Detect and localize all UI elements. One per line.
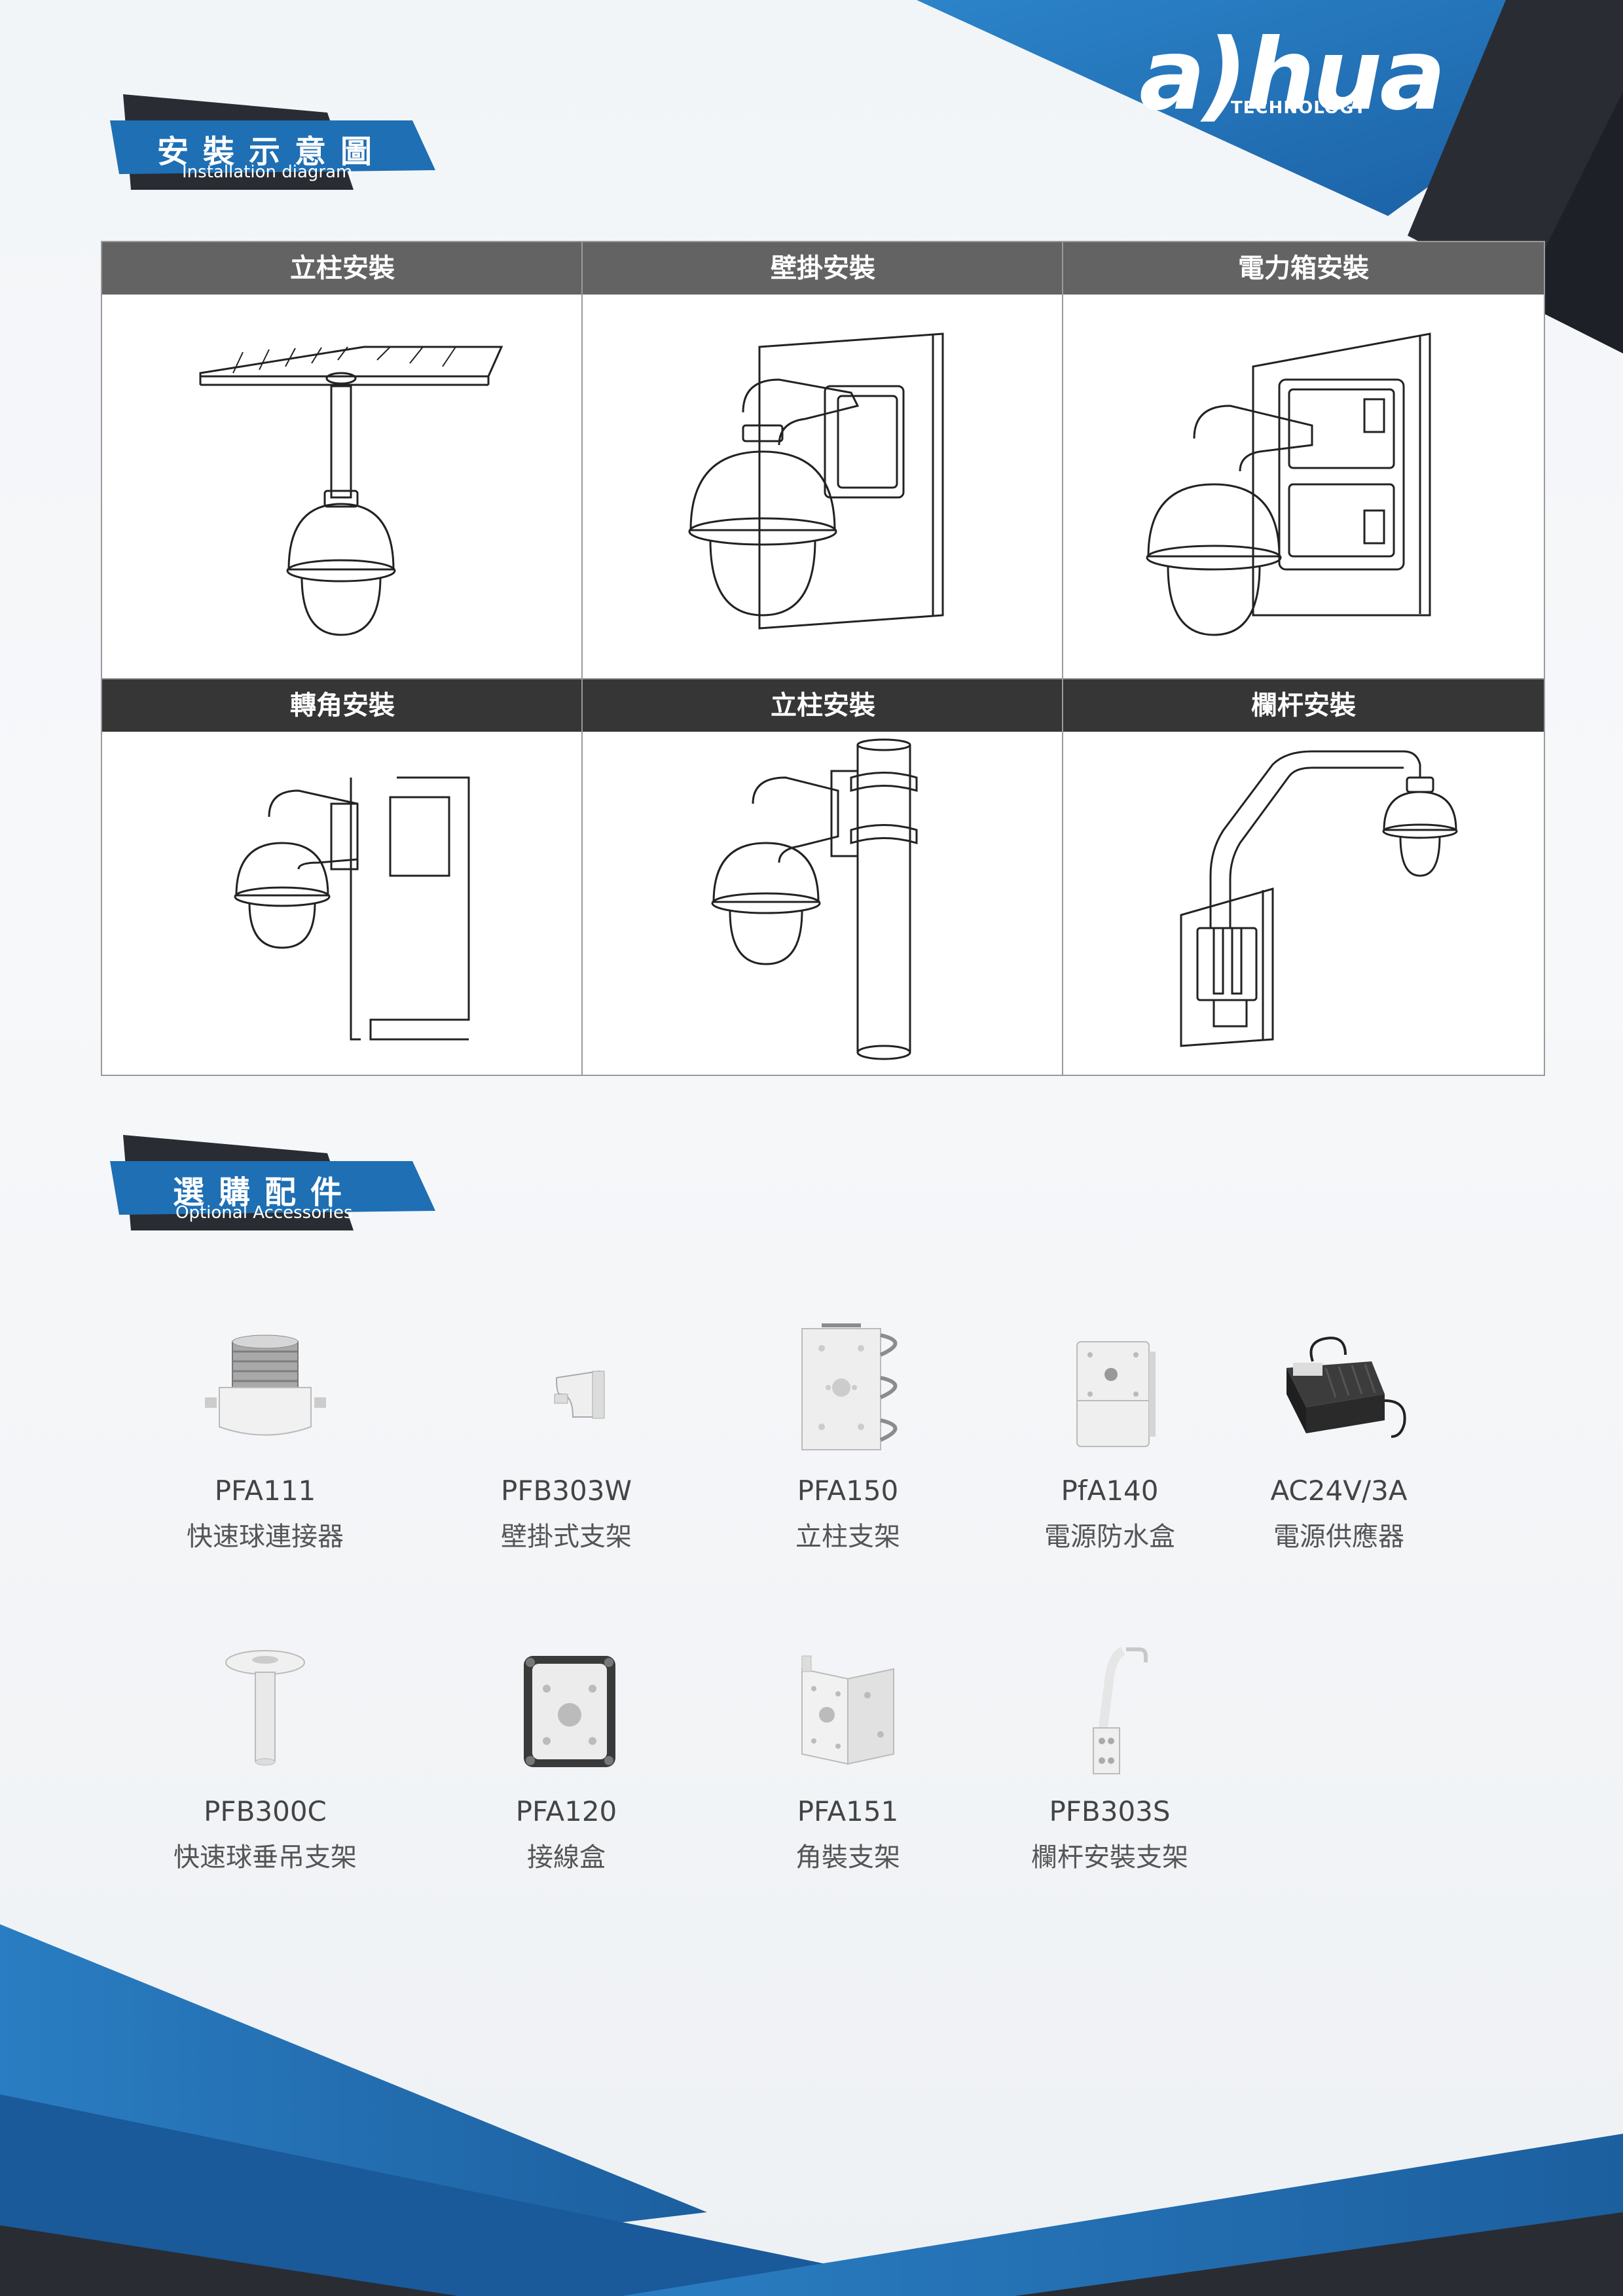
accessory-name: 欄杆安裝支架 xyxy=(1031,1842,1188,1873)
install-cell-corner: 轉角安裝 xyxy=(102,679,583,1075)
accessories-title: 選購配件 xyxy=(173,1174,357,1211)
accessory-model: PFA111 xyxy=(214,1475,316,1507)
accessory-name: 快速球連接器 xyxy=(187,1522,344,1552)
wall-mount-icon xyxy=(688,332,944,630)
accessories-subtitle: Optional Accessories xyxy=(175,1203,353,1223)
accessory-model: PFB303S xyxy=(1049,1795,1171,1827)
power-box-icon xyxy=(992,1322,1228,1460)
logo-word: a)hua xyxy=(1139,18,1446,132)
accessory-model: PFB303W xyxy=(501,1475,632,1507)
install-label: 電力箱安裝 xyxy=(1063,242,1544,295)
parapet-bracket-icon xyxy=(992,1643,1228,1780)
corner-bracket-icon xyxy=(730,1643,966,1780)
accessory-item: PFA111 快速球連接器 xyxy=(147,1322,383,1555)
badge-shape xyxy=(110,94,435,190)
accessory-item: PFA120 接線盒 xyxy=(448,1643,684,1876)
install-label: 壁掛安裝 xyxy=(583,242,1063,295)
power-box-mount-icon xyxy=(1146,332,1431,636)
install-label: 立柱安裝 xyxy=(102,242,583,295)
pole-bracket-icon xyxy=(730,1322,966,1460)
dahua-logo: a)hua TECHNOLOGY xyxy=(1139,26,1467,124)
pendant-bracket-icon xyxy=(147,1643,383,1780)
install-label: 立柱安裝 xyxy=(583,679,1063,732)
pole-mount-icon xyxy=(711,738,918,1060)
accessory-model: PFA151 xyxy=(797,1795,899,1827)
install-cell-wall: 壁掛安裝 xyxy=(583,242,1063,679)
badge-shape xyxy=(110,1135,435,1230)
grid-divider xyxy=(1062,242,1063,1075)
accessory-name: 快速球垂吊支架 xyxy=(173,1842,357,1873)
install-label: 轉角安裝 xyxy=(102,679,583,732)
install-cell-ceiling: 立柱安裝 xyxy=(102,242,583,679)
accessory-name: 接線盒 xyxy=(527,1842,606,1873)
power-supply-icon xyxy=(1221,1322,1457,1460)
accessory-model: PFB300C xyxy=(204,1795,327,1827)
installation-title: 安裝示意圖 xyxy=(157,134,387,170)
accessory-item: PFA150 立柱支架 xyxy=(730,1322,966,1555)
install-cell-power-box: 電力箱安裝 xyxy=(1063,242,1544,679)
junction-box-icon xyxy=(448,1643,684,1780)
accessory-name: 電源防水盒 xyxy=(1044,1522,1175,1552)
install-label: 欄杆安裝 xyxy=(1063,679,1544,732)
grid-divider xyxy=(581,242,583,1075)
ceiling-pendant-mount-icon xyxy=(199,346,503,636)
accessory-name: 角裝支架 xyxy=(795,1842,900,1873)
accessory-item: PFB300C 快速球垂吊支架 xyxy=(147,1643,383,1876)
accessory-item: PFB303W 壁掛式支架 xyxy=(448,1322,684,1555)
installation-section-badge: 安裝示意圖 Installation diagram xyxy=(105,92,445,216)
accessory-name: 壁掛式支架 xyxy=(501,1522,632,1552)
accessory-item: AC24V/3A 電源供應器 xyxy=(1221,1322,1457,1555)
accessory-name: 電源供應器 xyxy=(1273,1522,1404,1552)
accessory-name: 立柱支架 xyxy=(795,1522,900,1552)
grid-divider xyxy=(102,678,1544,679)
accessories-section-badge: 選購配件 Optional Accessories xyxy=(105,1132,445,1257)
installation-grid: 立柱安裝 壁掛安裝 xyxy=(101,241,1545,1076)
install-cell-parapet: 欄杆安裝 xyxy=(1063,679,1544,1075)
install-cell-pole: 立柱安裝 xyxy=(583,679,1063,1075)
parapet-mount-icon xyxy=(1180,750,1458,1047)
accessory-model: AC24V/3A xyxy=(1270,1475,1408,1507)
wall-bracket-icon xyxy=(448,1322,684,1460)
accessory-model: PFA120 xyxy=(515,1795,617,1827)
installation-subtitle: Installation diagram xyxy=(182,162,353,182)
logo-subtitle: TECHNOLOGY xyxy=(1231,98,1367,118)
accessory-model: PFA150 xyxy=(797,1475,899,1507)
accessory-item: PfA140 電源防水盒 xyxy=(992,1322,1228,1555)
accessory-model: PfA140 xyxy=(1061,1475,1159,1507)
adapter-icon xyxy=(147,1322,383,1460)
corner-mount-icon xyxy=(234,776,470,1041)
accessory-item: PFB303S 欄杆安裝支架 xyxy=(992,1643,1228,1876)
accessory-item: PFA151 角裝支架 xyxy=(730,1643,966,1876)
